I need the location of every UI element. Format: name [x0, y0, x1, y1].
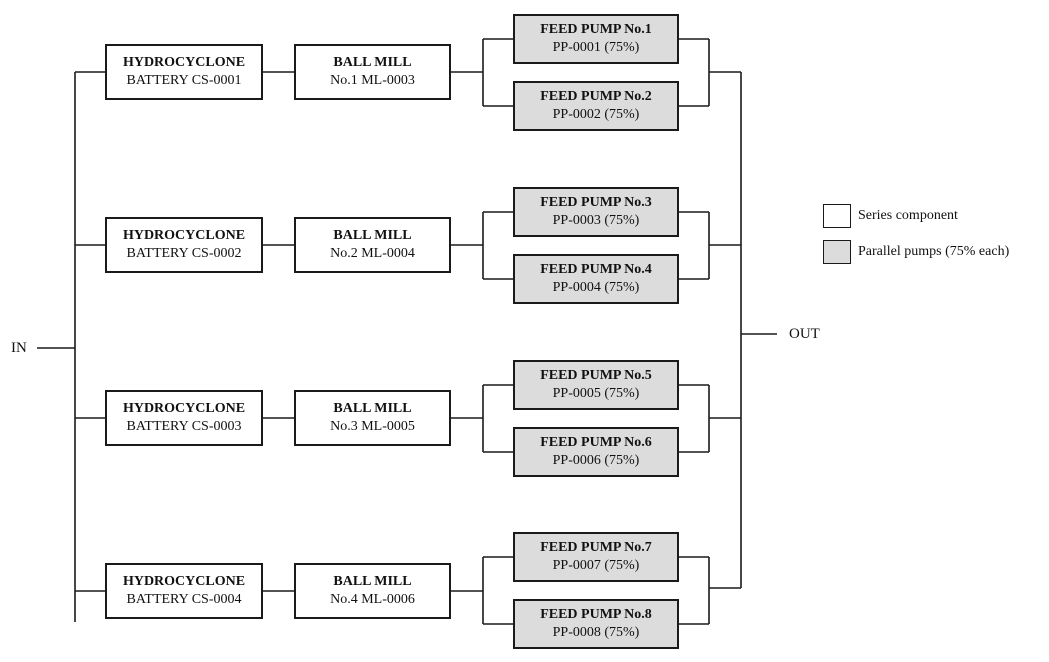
feed-pump-title: FEED PUMP No.1	[540, 22, 652, 37]
legend-parallel-label: Parallel pumps (75% each)	[858, 244, 1010, 259]
feed-pump-tag: PP-0007 (75%)	[552, 558, 640, 573]
hydrocyclone-tag: BATTERY CS-0003	[126, 419, 242, 434]
feed-pump-tag: PP-0006 (75%)	[552, 453, 640, 468]
hydrocyclone-box: HYDROCYCLONE BATTERY CS-0002	[105, 217, 263, 273]
feed-pump-box: FEED PUMP No.3 PP-0003 (75%)	[513, 187, 679, 237]
ball-mill-title: BALL MILL	[333, 228, 412, 243]
feed-pump-box: FEED PUMP No.8 PP-0008 (75%)	[513, 599, 679, 649]
legend-series-label: Series component	[858, 208, 958, 223]
hydrocyclone-box: HYDROCYCLONE BATTERY CS-0001	[105, 44, 263, 100]
feed-pump-title: FEED PUMP No.7	[540, 540, 652, 555]
feed-pump-tag: PP-0005 (75%)	[552, 386, 640, 401]
feed-pump-title: FEED PUMP No.8	[540, 607, 652, 622]
hydrocyclone-box: HYDROCYCLONE BATTERY CS-0004	[105, 563, 263, 619]
feed-pump-box: FEED PUMP No.2 PP-0002 (75%)	[513, 81, 679, 131]
feed-pump-box: FEED PUMP No.1 PP-0001 (75%)	[513, 14, 679, 64]
ball-mill-box: BALL MILL No.2 ML-0004	[294, 217, 451, 273]
feed-pump-box: FEED PUMP No.7 PP-0007 (75%)	[513, 532, 679, 582]
hydrocyclone-title: HYDROCYCLONE	[122, 55, 246, 70]
feed-pump-box: FEED PUMP No.4 PP-0004 (75%)	[513, 254, 679, 304]
hydrocyclone-title: HYDROCYCLONE	[122, 574, 246, 589]
feed-pump-title: FEED PUMP No.4	[540, 262, 652, 277]
feed-pump-title: FEED PUMP No.6	[540, 435, 652, 450]
hydrocyclone-title: HYDROCYCLONE	[122, 401, 246, 416]
input-label: IN	[11, 340, 27, 356]
ball-mill-box: BALL MILL No.1 ML-0003	[294, 44, 451, 100]
ball-mill-tag: No.1 ML-0003	[330, 73, 415, 88]
ball-mill-title: BALL MILL	[333, 401, 412, 416]
ball-mill-title: BALL MILL	[333, 55, 412, 70]
hydrocyclone-tag: BATTERY CS-0004	[126, 592, 242, 607]
feed-pump-tag: PP-0003 (75%)	[552, 213, 640, 228]
ball-mill-box: BALL MILL No.4 ML-0006	[294, 563, 451, 619]
output-label: OUT	[789, 326, 820, 342]
ball-mill-tag: No.2 ML-0004	[330, 246, 415, 261]
feed-pump-tag: PP-0001 (75%)	[552, 40, 640, 55]
feed-pump-tag: PP-0008 (75%)	[552, 625, 640, 640]
feed-pump-box: FEED PUMP No.6 PP-0006 (75%)	[513, 427, 679, 477]
ball-mill-tag: No.4 ML-0006	[330, 592, 415, 607]
hydrocyclone-box: HYDROCYCLONE BATTERY CS-0003	[105, 390, 263, 446]
feed-pump-box: FEED PUMP No.5 PP-0005 (75%)	[513, 360, 679, 410]
ball-mill-title: BALL MILL	[333, 574, 412, 589]
hydrocyclone-tag: BATTERY CS-0002	[126, 246, 242, 261]
ball-mill-tag: No.3 ML-0005	[330, 419, 415, 434]
feed-pump-title: FEED PUMP No.3	[540, 195, 652, 210]
feed-pump-title: FEED PUMP No.5	[540, 368, 652, 383]
legend-series-swatch	[823, 204, 851, 228]
feed-pump-tag: PP-0004 (75%)	[552, 280, 640, 295]
legend-parallel-swatch	[823, 240, 851, 264]
ball-mill-box: BALL MILL No.3 ML-0005	[294, 390, 451, 446]
feed-pump-title: FEED PUMP No.2	[540, 89, 652, 104]
hydrocyclone-tag: BATTERY CS-0001	[126, 73, 242, 88]
feed-pump-tag: PP-0002 (75%)	[552, 107, 640, 122]
hydrocyclone-title: HYDROCYCLONE	[122, 228, 246, 243]
